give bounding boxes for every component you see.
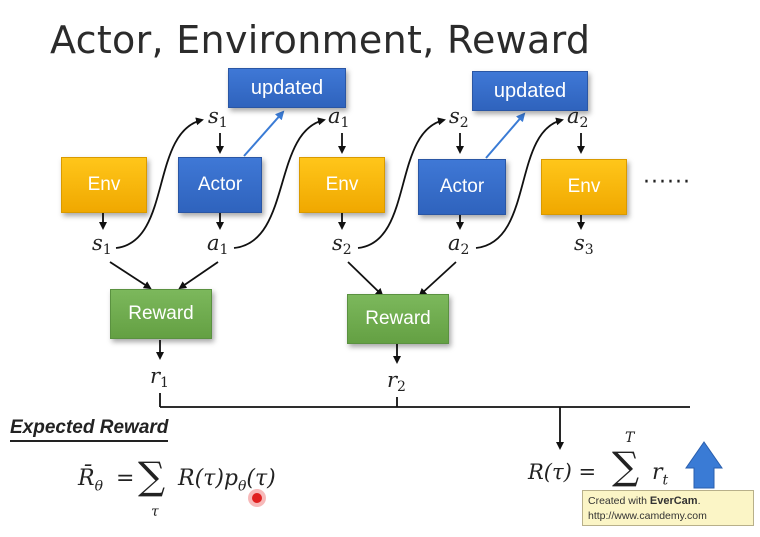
arrow-a1-reward1 [178, 261, 219, 290]
arrow-s1-reward1 [109, 261, 152, 290]
label-r2: r2 [387, 368, 406, 395]
total-reward-formula: R(τ) = T ∑ rt [528, 430, 688, 500]
updated-box-1: updated [228, 68, 346, 108]
label-s1: s1 [92, 231, 112, 258]
actor-box-1: Actor [178, 157, 262, 213]
arrow-actor1-updated [243, 110, 285, 157]
label-r1: r1 [150, 364, 169, 391]
slide-title: Actor, Environment, Reward [50, 18, 591, 62]
label-s3: s3 [574, 231, 594, 258]
expected-reward-formula: R̄θ = ∑ τ R(τ)pθ(τ) [78, 452, 308, 524]
label-s1-top: s1 [208, 104, 228, 131]
env-box-3: Env [541, 159, 627, 215]
label-a1-top: a1 [328, 104, 350, 131]
env-box-1: Env [61, 157, 147, 213]
label-s2: s2 [332, 231, 352, 258]
summand: R(τ)pθ(τ) [178, 466, 276, 495]
label-s2-top: s2 [449, 104, 469, 131]
label-a1: a1 [207, 231, 229, 258]
lhs: R̄θ [78, 466, 104, 495]
total-sum-symbol: ∑ [612, 444, 640, 488]
reward-box-2: Reward [347, 294, 449, 344]
curve-s2-to-s2top [357, 117, 446, 249]
continuation-dots: ······ [643, 170, 691, 195]
env-box-2: Env [299, 157, 385, 213]
big-up-arrow [685, 441, 723, 489]
label-a2: a2 [448, 231, 470, 258]
evercam-watermark: Created with EverCam. http://www.camdemy… [582, 490, 754, 526]
sum-index: τ [151, 504, 159, 520]
arrow-s2-reward2 [347, 261, 384, 297]
sum-symbol: ∑ [138, 454, 166, 498]
reward-box-1: Reward [110, 289, 212, 339]
arrow-a2-reward2 [418, 261, 457, 297]
expected-reward-label: Expected Reward [10, 417, 169, 442]
label-a2-top: a2 [567, 104, 589, 131]
curve-a1-to-a1top [233, 117, 326, 249]
total-lhs: R(τ) = [528, 460, 597, 484]
curve-s1-to-s1top [115, 117, 204, 249]
arrow-actor2-updated [485, 112, 526, 159]
updated-box-2: updated [472, 71, 588, 111]
total-summand: rt [652, 460, 669, 489]
actor-box-2: Actor [418, 159, 506, 215]
total-sum-top: T [625, 430, 635, 446]
curve-a2-to-a2top [475, 117, 564, 249]
equals-sign: = [116, 466, 135, 491]
